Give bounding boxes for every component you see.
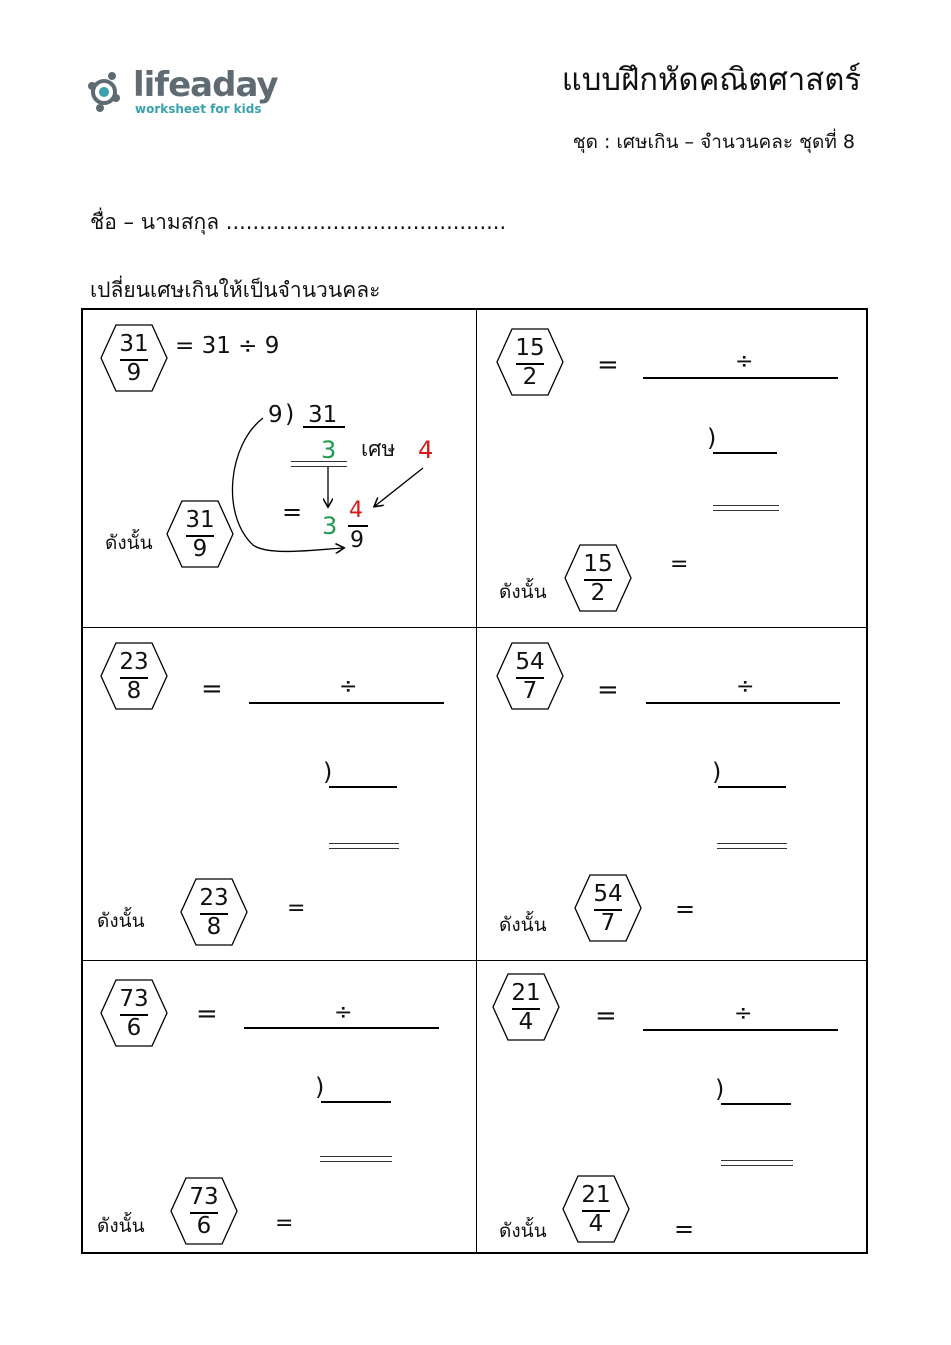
page-title: แบบฝึกหัดคณิตศาสตร์ [561, 62, 861, 98]
problem-2-double-line [329, 843, 399, 849]
problem-5-equals: = [595, 1001, 617, 1031]
grid-divider-row-1 [83, 627, 866, 628]
example-numerator: 31 [119, 331, 149, 357]
example-expression: = 31 ÷ 9 [175, 333, 280, 359]
problem-1-equals: = [597, 350, 619, 380]
problem-3-fraction-hexagon: 54 7 [495, 642, 565, 710]
problem-3-result-equals: = [675, 895, 696, 923]
problem-1-result-hexagon: 15 2 [563, 544, 633, 612]
problem-2-equals: = [201, 674, 223, 704]
problem-1-fraction-hexagon: 15 2 [495, 328, 565, 396]
long-division-double-line [291, 461, 347, 467]
remainder-arrow [375, 467, 424, 506]
problem-4-bracket: ) [315, 1073, 325, 1101]
problem-3-result-hexagon: 54 7 [573, 874, 643, 942]
result-fraction-bar [348, 525, 368, 527]
long-division-bracket: ) [285, 400, 295, 428]
grid-divider-vertical [476, 310, 477, 1252]
problem-cell-5: 21 4 = ÷ ) ดังนั้น 21 4 = [477, 961, 870, 1254]
long-division-divisor: 9 [268, 402, 283, 428]
problem-5-division-line[interactable] [721, 1103, 791, 1105]
problem-5-result-equals: = [674, 1215, 695, 1243]
instruction-text: เปลี่ยนเศษเกินให้เป็นจำนวนคละ [90, 278, 381, 302]
remainder-value: 4 [418, 436, 434, 464]
problem-4-answer-line[interactable] [244, 1027, 439, 1029]
remainder-label: เศษ [361, 437, 396, 461]
result-equals: = [282, 498, 303, 526]
example-denominator: 9 [126, 360, 142, 386]
problem-3-answer-line[interactable] [646, 702, 840, 704]
result-numerator: 4 [349, 498, 363, 523]
problem-4-therefore-label: ดังนั้น [97, 1215, 145, 1237]
problem-2-answer-line[interactable] [249, 702, 444, 704]
result-denominator: 9 [350, 528, 364, 553]
problem-3-equals: = [597, 675, 619, 705]
problem-4-result-equals: = [275, 1211, 294, 1236]
problem-1-divide-sign: ÷ [735, 349, 754, 374]
problem-4-result-hexagon: 73 6 [169, 1177, 239, 1245]
problem-1-answer-line[interactable] [643, 377, 838, 379]
problem-1-double-line [713, 505, 779, 511]
problem-5-fraction-hexagon: 21 4 [491, 973, 561, 1041]
problem-4-division-line[interactable] [321, 1101, 391, 1103]
problem-4-fraction-hexagon: 73 6 [99, 979, 169, 1047]
problem-3-therefore-label: ดังนั้น [499, 914, 547, 936]
logo [82, 64, 272, 120]
example-cell: 31 9 = 31 ÷ 9 9 ) 31 3 เศษ 4 = 3 4 9 [83, 310, 476, 627]
problem-cell-3: 54 7 = ÷ ) ดังนั้น 54 7 = [477, 628, 870, 960]
problem-5-therefore-label: ดังนั้น [499, 1220, 547, 1242]
problem-cell-2: 23 8 = ÷ ) ดังนั้น 23 8 = [83, 628, 476, 960]
problem-4-equals: = [196, 999, 218, 1029]
quotient-value: 3 [321, 436, 337, 464]
problem-1-division-line[interactable] [713, 452, 777, 454]
problem-1-bracket: ) [707, 424, 717, 452]
divisor-arrow [231, 417, 343, 551]
problem-1-result-equals: = [670, 552, 689, 577]
logo-tagline: worksheet for kids [135, 102, 262, 116]
student-name-field[interactable]: ชื่อ – นามสกุล .........................… [90, 210, 507, 234]
exercise-grid: 31 9 = 31 ÷ 9 9 ) 31 3 เศษ 4 = 3 4 9 [81, 308, 868, 1254]
problem-5-answer-line[interactable] [643, 1029, 838, 1031]
problem-1-therefore-label: ดังนั้น [499, 581, 547, 603]
example-fraction-hexagon: 31 9 [99, 324, 169, 392]
grid-divider-row-2 [83, 960, 866, 961]
problem-5-result-hexagon: 21 4 [561, 1175, 631, 1243]
problem-4-double-line [320, 1156, 392, 1162]
problem-2-division-line[interactable] [329, 786, 397, 788]
division-arrows [231, 417, 424, 627]
problem-cell-4: 73 6 = ÷ ) ดังนั้น 73 6 = [83, 961, 476, 1254]
problem-3-double-line [717, 843, 787, 849]
therefore-label: ดังนั้น [105, 532, 153, 554]
problem-3-bracket: ) [712, 758, 722, 786]
problem-2-fraction-hexagon: 23 8 [99, 642, 169, 710]
problem-5-divide-sign: ÷ [734, 1001, 753, 1026]
page-subtitle: ชุด : เศษเกิน – จำนวนคละ ชุดที่ 8 [572, 131, 855, 153]
problem-4-divide-sign: ÷ [334, 1000, 353, 1025]
problem-2-divide-sign: ÷ [339, 674, 358, 699]
problem-3-divide-sign: ÷ [736, 674, 755, 699]
problem-cell-1: 15 2 = ÷ ) ดังนั้น 15 2 = [477, 310, 870, 627]
result-whole: 3 [322, 512, 338, 540]
problem-2-bracket: ) [323, 758, 333, 786]
problem-2-therefore-label: ดังนั้น [97, 910, 145, 932]
problem-2-result-equals: = [287, 896, 306, 921]
problem-5-double-line [721, 1160, 793, 1166]
problem-2-result-hexagon: 23 8 [179, 878, 249, 946]
problem-3-division-line[interactable] [718, 786, 786, 788]
long-division-dividend: 31 [308, 402, 338, 428]
problem-5-bracket: ) [715, 1075, 725, 1103]
long-division-top-line [303, 426, 345, 428]
logo-wordmark: lifeaday [133, 65, 279, 105]
example-result-hexagon: 31 9 [165, 500, 235, 568]
logo-molecule-icon [88, 72, 120, 112]
